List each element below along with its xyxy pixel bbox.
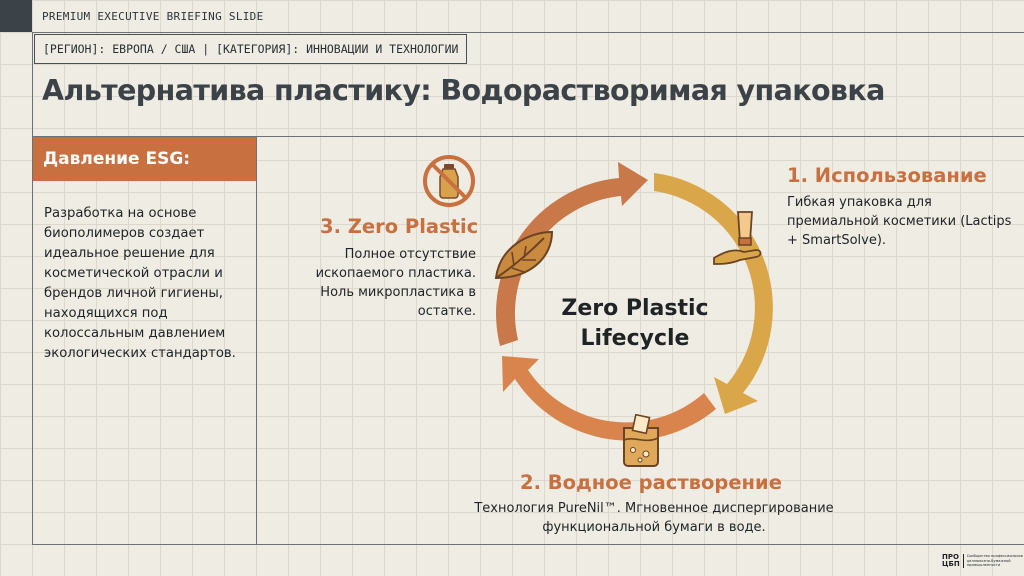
step-use-title: 1. Использование [787,164,987,187]
step-zero-plastic-desc: Полное отсутствие ископаемого пластика. … [315,247,476,319]
logo-caption: Сообщество профессионалов целлюлозно-бум… [966,554,1023,568]
title-divider [32,136,1024,137]
cycle-center-line2: Lifecycle [580,326,690,351]
dissolving-beaker-icon [623,414,659,467]
logo-line2: ЦБП [942,560,960,568]
no-plastic-bottle-icon [423,155,475,207]
step-use-desc: Гибкая упаковка для премиальной косметик… [787,195,1012,248]
cycle-arrow-dissolve [502,356,716,441]
cycle-center-line1: Zero Plastic [561,296,709,321]
footer-logo: ПРО ЦБП Сообщество профессионалов целлюл… [942,554,1024,568]
corner-block [0,0,32,32]
cycle-center-title: Zero Plastic Lifecycle [540,294,730,354]
step-zero-plastic-title: 3. Zero Plastic [320,215,479,238]
region-category-tag: [РЕГИОН]: ЕВРОПА / США | [КАТЕГОРИЯ]: ИН… [34,34,468,64]
slide-label: PREMIUM EXECUTIVE BRIEFING SLIDE [42,10,264,23]
frame-line-top [32,32,1024,33]
slide-title: Альтернатива пластику: Водорастворимая у… [42,74,885,107]
hand-with-tube-icon [713,211,762,265]
column-divider [256,136,257,544]
esg-heading: Давление ESG: [33,137,256,181]
frame-line-bottom [32,544,1024,545]
esg-body-text: Разработка на основе биополимеров создае… [44,206,236,361]
leaf-icon [494,230,554,280]
step-dissolve-desc: Технология PureNil™. Мгновенное дисперги… [474,501,834,535]
logo-line1: ПРО [942,553,959,561]
frame-line-left [32,32,33,544]
logo-mark: ПРО ЦБП [942,554,964,568]
step-dissolve-title: 2. Водное растворение [520,471,782,494]
